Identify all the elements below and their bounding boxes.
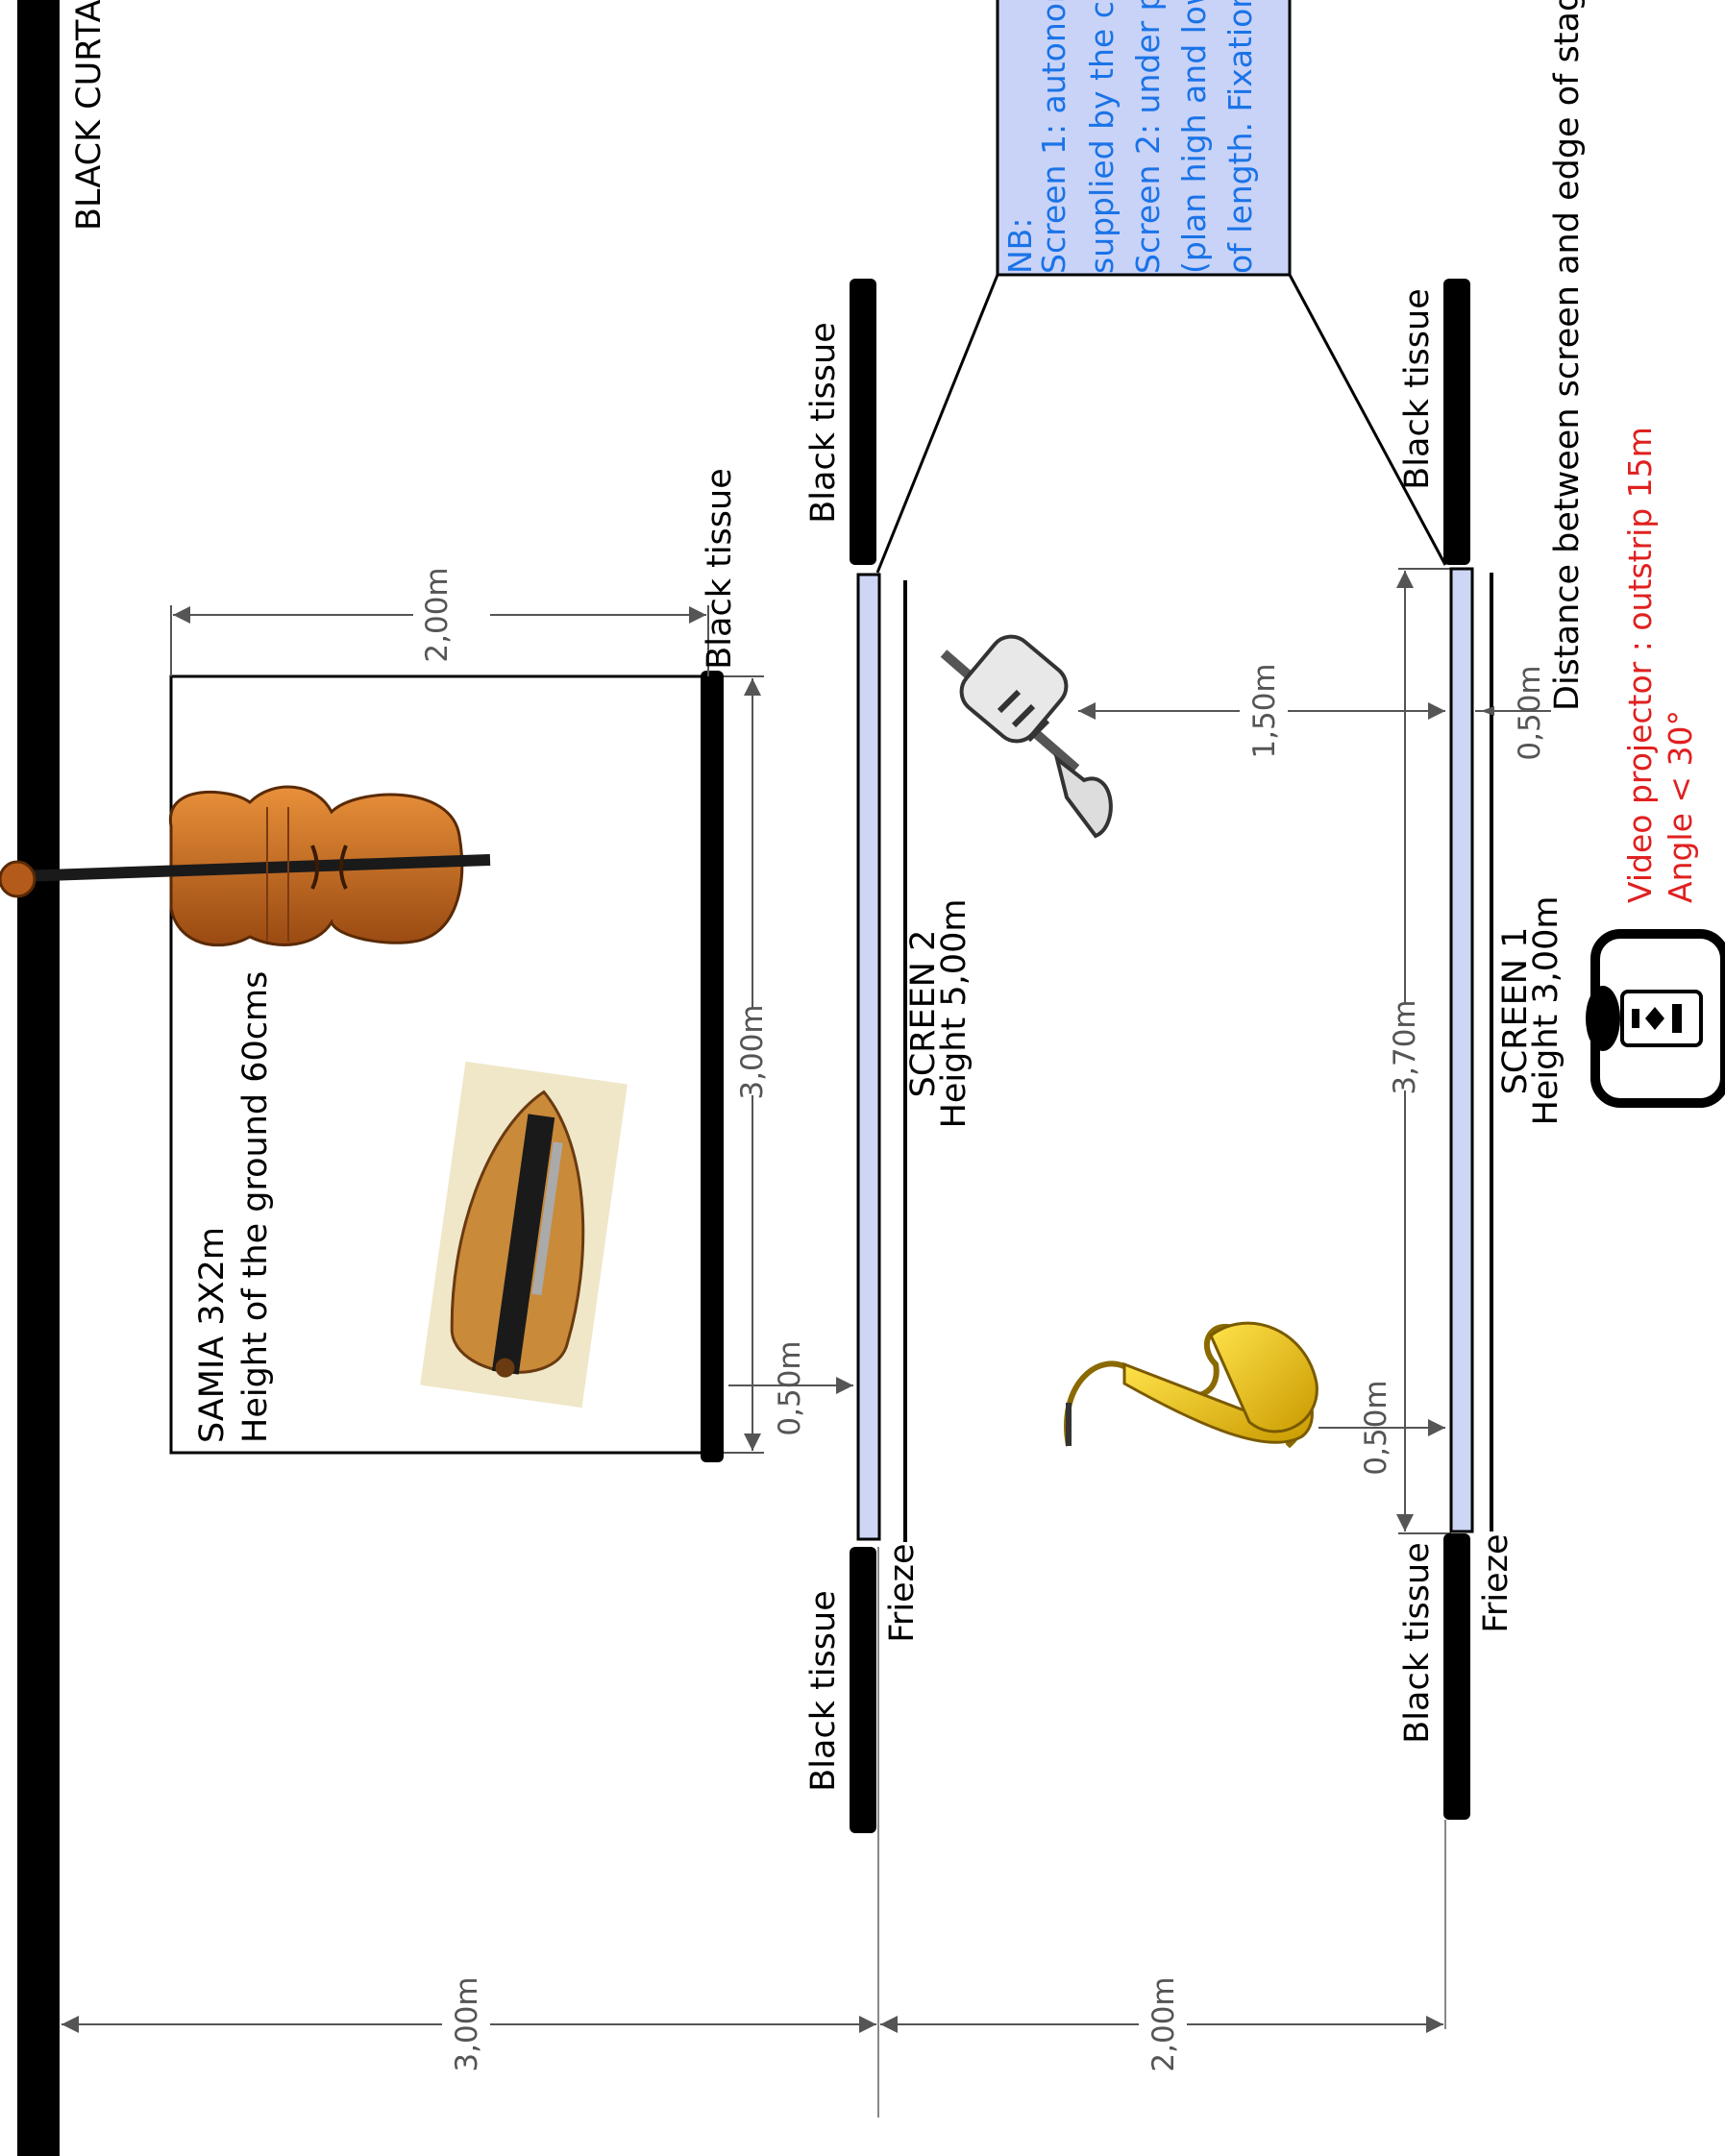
screen-1-name: SCREEN 1 xyxy=(1496,927,1535,1095)
note-line: (plan high and low t xyxy=(1175,0,1213,274)
screen-1 xyxy=(1449,567,1474,1533)
samia-gap-label: 0,50m xyxy=(773,1340,807,1435)
back-curtain xyxy=(17,0,60,2156)
sax-gap-label: 0,50m xyxy=(1359,1380,1393,1475)
note-line: NB: xyxy=(1001,218,1039,274)
black-tissue-label: Black tissue xyxy=(804,1590,843,1791)
note-line: of length. Fixation w xyxy=(1221,0,1259,274)
note-line: Screen 1: autonomo xyxy=(1035,0,1072,274)
samia-depth-label: 3,00m xyxy=(735,1004,770,1099)
samia-height-label: Height of the ground 60cms xyxy=(236,971,275,1443)
screen-gap-label: 3,70m xyxy=(1388,999,1422,1094)
samia-front-edge xyxy=(701,671,724,1462)
frieze-label: Frieze xyxy=(883,1543,922,1642)
distance-note: Distance between screen and edge of stag… xyxy=(1548,0,1587,711)
screen-1-height: Height 3,00m xyxy=(1527,896,1565,1126)
screen-2-height: Height 5,00m xyxy=(935,899,973,1129)
black-tissue-label: Black tissue xyxy=(701,468,739,669)
black-tissue-left-top xyxy=(850,279,876,565)
screen2-to-screen1-label: 2,00m xyxy=(1146,1976,1181,2071)
black-tissue-left-bottom xyxy=(850,1547,876,1833)
note-line: Screen 2: under per xyxy=(1129,0,1167,274)
hurdy-gurdy-icon xyxy=(420,1061,628,1409)
cello-icon xyxy=(0,785,491,947)
screen-2-name: SCREEN 2 xyxy=(904,930,943,1098)
projection-cone-right xyxy=(1288,274,1447,566)
video-projector-icon xyxy=(1586,929,1725,1108)
samia-title: SAMIA 3X2m xyxy=(193,1227,232,1443)
saxophone-icon xyxy=(1064,1321,1318,1449)
trumpet-gap-label: 1,50m xyxy=(1247,663,1282,758)
note-box xyxy=(996,0,1292,277)
trumpet-icon xyxy=(940,634,1113,839)
black-tissue-label: Black tissue xyxy=(804,322,843,523)
curtain-to-screen2-label: 3,00m xyxy=(450,1976,484,2071)
samia-width-label: 2,00m xyxy=(420,567,455,662)
projection-cone-left xyxy=(875,274,999,574)
screen-2 xyxy=(856,573,881,1541)
back-curtain-label: BLACK CURTAIN xyxy=(70,0,109,231)
black-tissue-label: Black tissue xyxy=(1398,288,1437,489)
frieze-label: Frieze xyxy=(1477,1533,1516,1632)
black-tissue-label: Black tissue xyxy=(1398,1542,1437,1743)
projector-distance: Video projector : outstrip 15m xyxy=(1621,427,1659,903)
black-tissue-right-bottom xyxy=(1443,1533,1470,1820)
black-tissue-right-top xyxy=(1443,279,1470,565)
projector-angle: Angle < 30° xyxy=(1662,710,1699,903)
note-line: supplied by the com xyxy=(1083,0,1121,274)
edge-gap-label: 0,50m xyxy=(1513,665,1547,760)
